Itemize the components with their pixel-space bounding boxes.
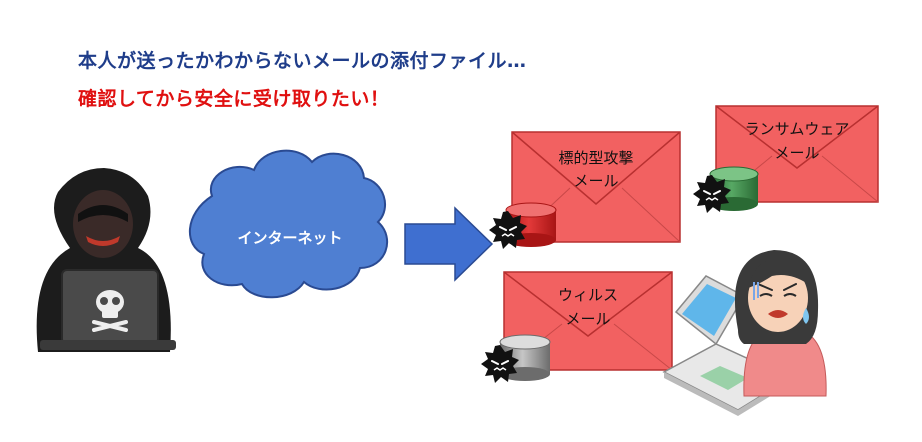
- virus-icon: [481, 345, 519, 383]
- skull-icon: [92, 290, 128, 332]
- heading-line-1: 本人が送ったかわからないメールの添付ファイル…: [78, 50, 527, 72]
- worried-woman-icon: [734, 250, 827, 397]
- arrow-right-icon: [404, 206, 494, 282]
- hacker-icon: [36, 168, 176, 352]
- mail-label-2a: ランサムウェア: [745, 120, 850, 138]
- mail-label-3a: ウィルス: [558, 286, 618, 304]
- mail-label-3b: メール: [565, 310, 610, 328]
- virus-icon: [693, 175, 731, 213]
- mail-label-1a: 標的型攻撃: [558, 149, 633, 167]
- mail-label-1b: メール: [573, 172, 618, 190]
- heading-line-2: 確認してから安全に受け取りたい！: [78, 88, 390, 110]
- mail-label-2b: メール: [774, 144, 819, 162]
- cloud-icon: インターネット: [189, 149, 388, 299]
- cloud-label: インターネット: [237, 229, 342, 247]
- envelope-targeted-attack: 標的型攻撃 メール: [511, 131, 681, 243]
- virus-icon: [489, 211, 527, 249]
